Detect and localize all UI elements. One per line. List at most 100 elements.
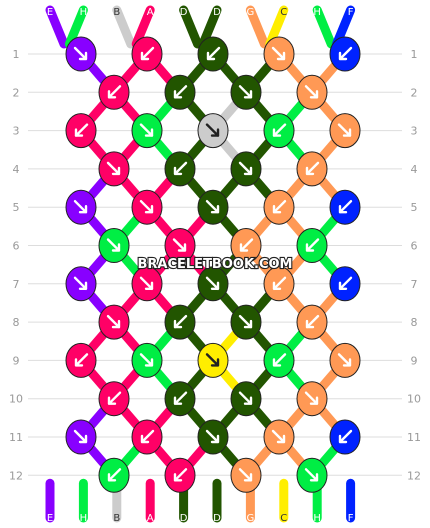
knot — [263, 113, 295, 149]
knot-arrow-icon — [305, 314, 320, 329]
strand-label-bottom: D — [180, 513, 188, 524]
knot-arrow-icon — [205, 429, 220, 444]
knot — [65, 342, 97, 378]
knot — [329, 419, 361, 455]
knot-arrow-icon — [337, 123, 352, 137]
knot-arrow-icon — [238, 314, 253, 329]
strand-label-bottom: A — [147, 513, 154, 524]
strand-label-top: F — [348, 7, 354, 18]
knot — [263, 189, 295, 225]
knot — [263, 342, 295, 378]
strand-label-top: D — [213, 7, 221, 18]
knot — [329, 266, 361, 302]
knot — [65, 189, 97, 225]
knot — [197, 342, 229, 378]
knot-arrow-icon — [73, 429, 88, 444]
knot — [329, 113, 361, 149]
row-number-right: 11 — [407, 431, 421, 444]
row-number-right: 12 — [407, 469, 421, 482]
knot-arrow-icon — [272, 353, 287, 367]
knot-arrow-icon — [74, 353, 89, 367]
knot — [65, 36, 97, 72]
row-number-left: 4 — [13, 163, 20, 176]
strand-top — [179, 5, 203, 49]
strand-label-top: H — [80, 7, 88, 18]
knot — [164, 74, 196, 110]
knot-arrow-icon — [205, 276, 220, 290]
knot — [164, 381, 196, 417]
knot-arrow-icon — [106, 238, 121, 252]
knot — [164, 457, 196, 493]
knot-arrow-icon — [73, 46, 88, 61]
knot — [296, 151, 328, 187]
strand-top — [64, 5, 88, 49]
strand-label-bottom: G — [247, 513, 255, 524]
knot-arrow-icon — [74, 123, 89, 137]
knot-arrow-icon — [139, 199, 154, 214]
knot — [65, 266, 97, 302]
knot-arrow-icon — [173, 161, 188, 176]
knot-arrow-icon — [238, 391, 253, 405]
knot-arrow-icon — [305, 238, 320, 252]
knot-arrow-icon — [272, 123, 287, 137]
knot — [65, 113, 97, 149]
knot — [230, 74, 262, 110]
knot — [296, 228, 328, 263]
knot — [230, 151, 262, 187]
knot — [197, 419, 229, 455]
strand-top — [131, 5, 155, 49]
knot-arrow-icon — [338, 46, 353, 61]
knot — [197, 113, 229, 149]
knot — [131, 342, 163, 378]
knot-arrow-icon — [107, 468, 122, 482]
strand-label-top: C — [280, 7, 287, 18]
strand-label-top: B — [113, 7, 120, 18]
knot-arrow-icon — [139, 276, 154, 290]
knot-arrow-icon — [173, 468, 188, 482]
row-number-left: 9 — [13, 354, 20, 367]
row-number-right: 3 — [411, 125, 418, 138]
watermark-text: BRACELETBOOK.COM — [138, 257, 293, 272]
knot-arrow-icon — [338, 276, 353, 290]
knot — [329, 189, 361, 225]
knot — [296, 381, 328, 417]
knot — [65, 419, 97, 455]
row-number-left: 10 — [9, 393, 23, 406]
knot-grid — [65, 36, 361, 493]
knot-arrow-icon — [272, 199, 287, 214]
strand-label-bottom: H — [313, 513, 321, 524]
knot — [197, 36, 229, 72]
knot-arrow-icon — [139, 353, 154, 367]
knot-arrow-icon — [73, 276, 88, 290]
strand-top — [198, 5, 222, 49]
row-number-left: 1 — [13, 48, 20, 61]
knot — [131, 36, 163, 72]
knot-arrow-icon — [205, 199, 220, 214]
knot-arrow-icon — [337, 353, 352, 367]
knot — [230, 381, 262, 417]
strand-label-top: D — [180, 7, 188, 18]
knot — [98, 304, 130, 340]
knot — [197, 189, 229, 225]
row-number-right: 7 — [411, 278, 418, 291]
knot-arrow-icon — [238, 85, 253, 99]
knot-arrow-icon — [107, 85, 122, 99]
knot-arrow-icon — [106, 314, 121, 329]
row-number-right: 8 — [411, 316, 418, 329]
knot — [263, 266, 295, 302]
knot — [197, 266, 229, 302]
row-number-left: 5 — [13, 201, 20, 214]
row-number-left: 2 — [13, 86, 20, 99]
knot — [98, 74, 130, 110]
knot — [263, 419, 295, 455]
knot-arrow-icon — [206, 46, 221, 61]
knot — [164, 228, 196, 263]
row-number-left: 7 — [13, 278, 20, 291]
knot-arrow-icon — [173, 85, 188, 99]
strand-label-top: H — [313, 7, 321, 18]
row-number-right: 10 — [407, 393, 421, 406]
knot-arrow-icon — [338, 199, 353, 214]
knot-arrow-icon — [173, 391, 188, 405]
